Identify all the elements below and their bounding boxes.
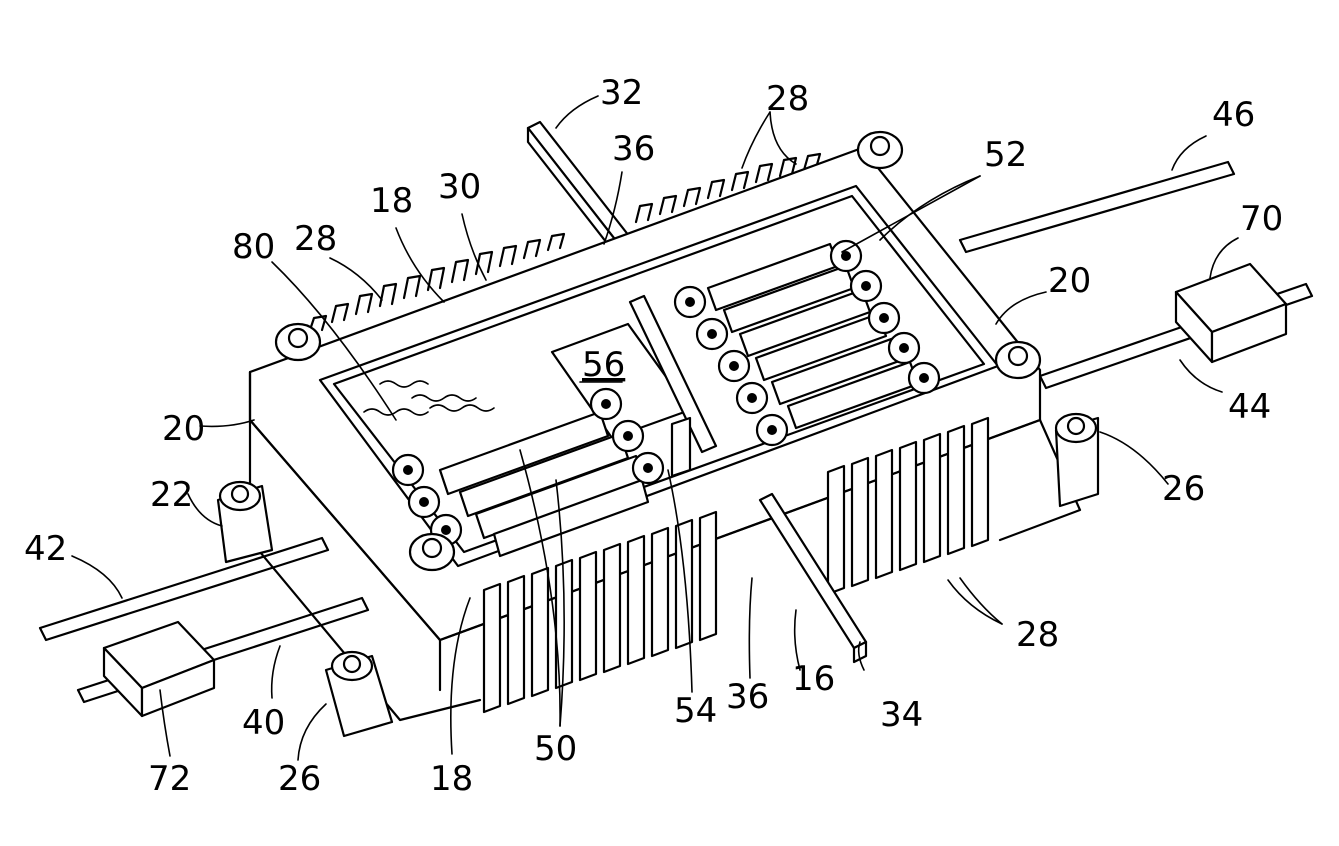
busbar-34	[758, 492, 868, 664]
coolant-waves	[363, 380, 495, 416]
label-40: 40	[242, 703, 285, 743]
leader-lines	[71, 95, 1239, 761]
label-20-right: 20	[1048, 261, 1091, 301]
rod-46	[958, 160, 1236, 254]
label-26-bottom: 26	[278, 759, 321, 799]
label-54: 54	[674, 691, 717, 731]
divider-54	[628, 294, 718, 478]
rod-42	[38, 536, 330, 642]
label-16: 16	[792, 659, 835, 699]
top-fins-28	[308, 152, 822, 332]
lid-bolts	[274, 130, 1042, 572]
capacitors-52	[706, 242, 920, 430]
connector-70	[1174, 262, 1288, 364]
reference-numerals: 32 28 46 36 52 30 18 70 80 28 20 56 44 2…	[24, 73, 1283, 799]
label-34: 34	[880, 695, 923, 735]
label-46: 46	[1212, 95, 1255, 135]
label-80: 80	[232, 227, 275, 267]
label-28-bottom: 28	[1016, 615, 1059, 655]
mounting-feet	[216, 412, 1100, 738]
label-36-bottom: 36	[726, 677, 769, 717]
label-20-left: 20	[162, 409, 205, 449]
label-50: 50	[534, 729, 577, 769]
label-42: 42	[24, 529, 67, 569]
label-36-top: 36	[612, 129, 655, 169]
front-fins-28	[482, 416, 990, 714]
label-52: 52	[984, 135, 1027, 175]
label-18-bottom: 18	[430, 759, 473, 799]
label-28-left: 28	[294, 219, 337, 259]
label-28-top: 28	[766, 79, 809, 119]
label-26-right: 26	[1162, 469, 1205, 509]
label-70: 70	[1240, 199, 1283, 239]
label-18-top: 18	[370, 181, 413, 221]
label-72: 72	[148, 759, 191, 799]
label-30: 30	[438, 167, 481, 207]
label-32: 32	[600, 73, 643, 113]
label-22: 22	[150, 475, 193, 515]
connector-72	[102, 620, 216, 718]
label-44: 44	[1228, 387, 1271, 427]
capacitors-50	[438, 410, 650, 558]
label-56: 56	[582, 345, 625, 385]
